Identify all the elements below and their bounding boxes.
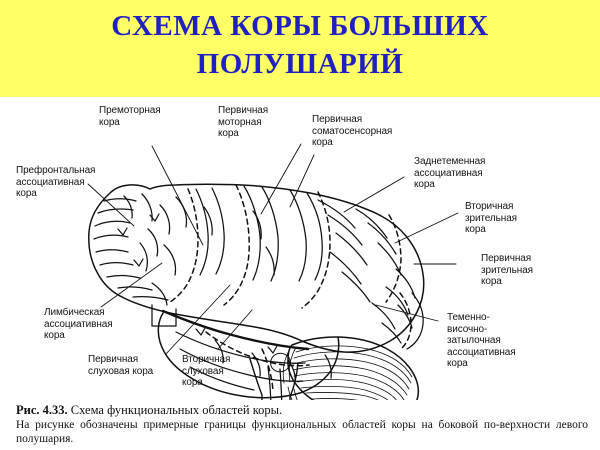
label-premotor: Премоторная кора [99,105,161,128]
figure-number: Рис. 4.33. [16,403,68,417]
label-secondary-visual: Вторичная зрительная кора [465,201,517,235]
lateral-fissure [161,309,310,351]
label-limbic: Лимбическая ассоциативная кора [44,307,113,341]
brain-diagram [87,143,459,400]
label-parieto-temporo-occipital: Теменно- височно- затылочная ассоциативн… [447,312,516,369]
caption-body: На рисунке обозначены примерные границы … [16,419,588,445]
label-prefrontal: Префронтальная ассоциативная кора [16,165,96,199]
label-primary-somatosensory: Первичная соматосенсорная кора [312,114,393,148]
page-title: СХЕМА КОРЫ БОЛЬШИХ ПОЛУШАРИЙ [111,10,489,80]
functional-boundaries [169,184,412,392]
temporal-lobe-outline [157,312,340,399]
label-primary-motor: Первичная моторная кора [218,105,269,139]
figure-caption: Рис. 4.33. Схема функциональных областей… [0,400,600,450]
title-banner: СХЕМА КОРЫ БОЛЬШИХ ПОЛУШАРИЙ [0,0,600,97]
figure-title: Схема функциональных областей коры. [70,403,283,417]
label-primary-visual: Первичная зрительная кора [481,253,533,287]
label-posterior-parietal: Заднетеменная ассоциативная кора [414,156,486,190]
leader-lines [87,143,459,355]
caption-title-line: Рис. 4.33. Схема функциональных областей… [16,403,282,418]
label-secondary-auditory: Вторичная слуховая кора [182,354,231,388]
cerebrum-outline [88,183,425,353]
label-primary-auditory: Первичная слуховая кора [88,354,154,377]
figure-area: Премоторная кора Первичная моторная кора… [0,97,600,400]
